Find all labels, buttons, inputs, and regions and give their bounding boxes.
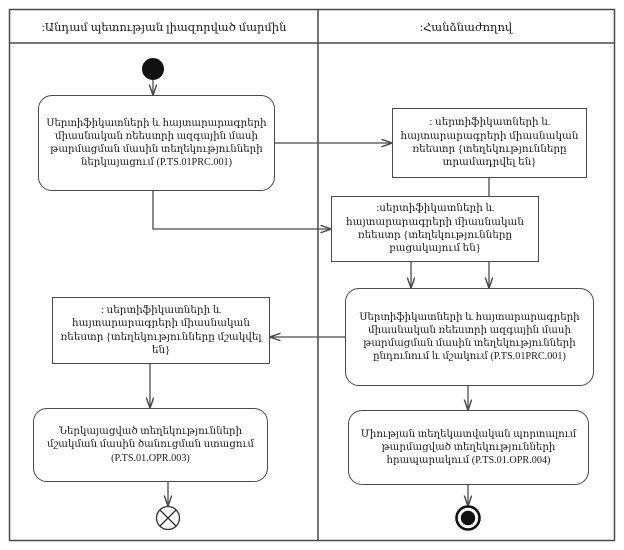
activity-submit-info[interactable]: Սերտիֆիկատների և հայտարարագրերի միասնակա… — [38, 95, 275, 191]
lane-title-left: :Անդամ պետության լիազորված մարմին — [10, 10, 318, 43]
lane-title-right: :Հանձնաժողով — [318, 10, 614, 43]
object-registry-info-provided-label: : սերտիֆիկատների և հայտարարագրերի միասնա… — [400, 117, 579, 169]
object-registry-info-processed-label: : սերտիֆիկատների և հայտարարագրերի միասնա… — [60, 304, 262, 356]
object-registry-info-provided[interactable]: : սերտիֆիկատների և հայտարարագրերի միասնա… — [392, 108, 587, 178]
activity-publish-portal[interactable]: Միության տեղեկատվական պորտալում թարմացվա… — [348, 410, 589, 485]
object-registry-info-absent-label: :սերտիֆիկատների և հայտարարագրերի միասնակ… — [346, 203, 524, 255]
activity-receive-process[interactable]: Սերտիֆիկատների և հայտարարագրերի միասնակա… — [345, 288, 594, 386]
object-registry-info-absent[interactable]: :սերտիֆիկատների և հայտարարագրերի միասնակ… — [331, 196, 539, 262]
lane-title-left-text: :Անդամ պետության լիազորված մարմին — [41, 21, 287, 34]
activity-receive-notice[interactable]: Ներկայացված տեղեկությունների մշակման մաս… — [33, 408, 268, 482]
activity-final-node[interactable] — [455, 505, 481, 531]
lane-title-right-text: :Հանձնաժողով — [419, 21, 513, 34]
start-node[interactable] — [142, 58, 164, 80]
activity-publish-portal-label: Միության տեղեկատվական պորտալում թարմացվա… — [360, 428, 577, 467]
activity-receive-notice-label: Ներկայացված տեղեկությունների մշակման մաս… — [47, 426, 254, 464]
object-registry-info-processed[interactable]: : սերտիֆիկատների և հայտարարագրերի միասնա… — [52, 297, 270, 364]
activity-submit-info-label: Սերտիֆիկատների և հայտարարագրերի միասնակա… — [46, 117, 267, 169]
flow-final-node[interactable] — [155, 505, 181, 531]
activity-receive-process-label: Սերտիֆիկատների և հայտարարագրերի միասնակա… — [359, 311, 580, 363]
